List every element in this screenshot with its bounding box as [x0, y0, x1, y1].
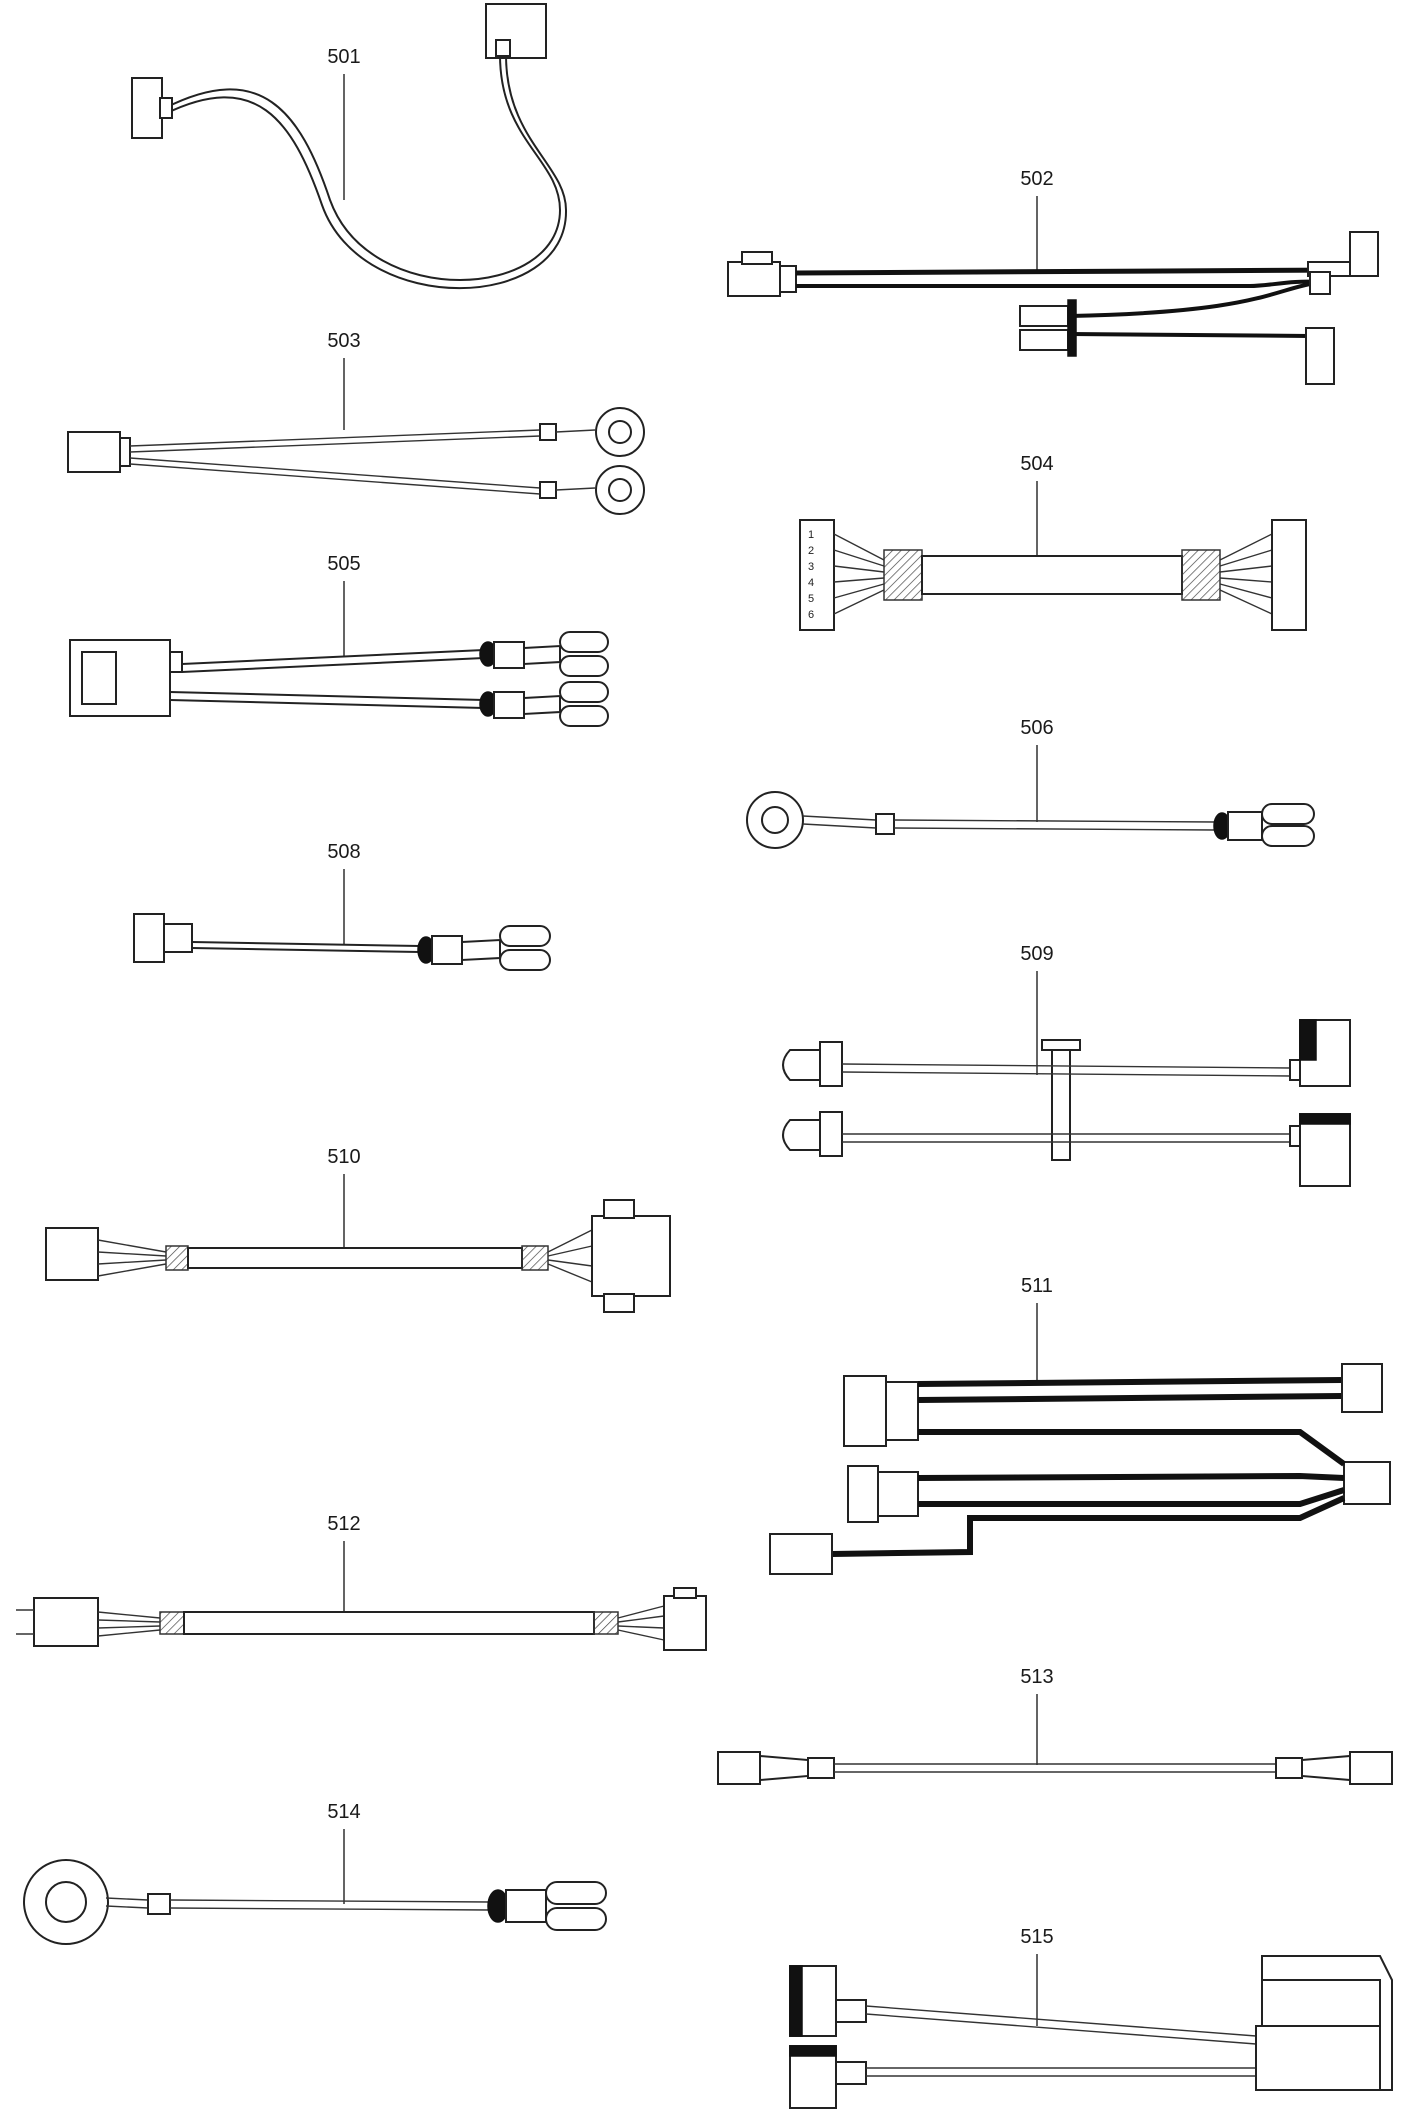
part-label-505: 505 [327, 553, 360, 575]
harness-515: 515 [789, 1926, 1393, 2109]
part-label-510: 510 [327, 1146, 360, 1168]
part-label-506: 506 [1020, 717, 1053, 739]
harness-512: 512 [16, 1513, 707, 1651]
part-label-515: 515 [1020, 1926, 1053, 1948]
harness-501: 501 [131, 3, 568, 289]
connector-502-top [1349, 231, 1379, 277]
pin-label: 3 [808, 561, 814, 573]
connector-502-mid [1309, 271, 1331, 295]
pin-labels-504: 1 2 3 4 5 6 [808, 529, 814, 621]
connector-503 [67, 431, 121, 473]
part-label-514: 514 [327, 1801, 360, 1823]
harness-509: 509 [782, 943, 1351, 1187]
sleeve-512-left [159, 1611, 185, 1635]
connector-502-main [727, 261, 781, 297]
connector-504-left [799, 519, 835, 631]
pin-label: 6 [808, 609, 814, 621]
connector-502-bottom [1305, 327, 1335, 385]
connector-510-left [45, 1227, 99, 1281]
part-label-508: 508 [327, 841, 360, 863]
terminal-513-right [1349, 1751, 1393, 1785]
pin-label: 4 [808, 577, 814, 589]
cable-504 [921, 555, 1183, 595]
connector-512-right [663, 1595, 707, 1651]
sleeve-504-right [1181, 549, 1221, 601]
terminal-513-left [717, 1751, 761, 1785]
harness-511: 511 [769, 1275, 1391, 1575]
connector-511-e [769, 1533, 833, 1575]
sleeve-504-left [883, 549, 923, 601]
connector-511-b [1341, 1363, 1383, 1413]
harness-513: 513 [717, 1666, 1393, 1785]
harness-514: 514 [23, 1801, 607, 1945]
harness-508: 508 [133, 841, 551, 971]
part-label-511: 511 [1021, 1275, 1053, 1297]
pin-label: 2 [808, 545, 814, 557]
terminal-502-b [1019, 329, 1069, 351]
pin-label: 1 [808, 529, 814, 541]
cable-510 [187, 1247, 523, 1269]
connector-504-right [1271, 519, 1307, 631]
connector-511-d [847, 1465, 879, 1523]
connector-501-left [131, 77, 163, 139]
grommet-509-a [819, 1041, 843, 1087]
part-label-509: 509 [1020, 943, 1053, 965]
harness-502: 502 [727, 168, 1379, 385]
harness-503: 503 [67, 330, 645, 515]
part-label-501: 501 [327, 46, 360, 68]
part-label-504: 504 [1020, 453, 1053, 475]
harness-506: 506 [746, 717, 1315, 849]
sleeve-510-right [521, 1245, 549, 1271]
terminal-502-a [1019, 305, 1069, 327]
pin-label: 5 [808, 593, 814, 605]
cable-512 [183, 1611, 595, 1635]
connector-511-c [1343, 1461, 1391, 1505]
connector-512-left [33, 1597, 99, 1647]
part-label-512: 512 [327, 1513, 360, 1535]
sleeve-512-right [593, 1611, 619, 1635]
connector-508 [133, 913, 165, 963]
connector-510-right [591, 1215, 671, 1297]
part-label-513: 513 [1020, 1666, 1053, 1688]
connector-515-c [1255, 2025, 1387, 2091]
part-label-502: 502 [1020, 168, 1053, 190]
grommet-509-b [819, 1111, 843, 1157]
harness-510: 510 [45, 1146, 671, 1313]
part-label-503: 503 [327, 330, 360, 352]
harness-504: 504 1 2 3 4 5 6 [799, 453, 1307, 631]
sleeve-510-left [165, 1245, 189, 1271]
harness-505: 505 [69, 553, 609, 727]
connector-511-a [843, 1375, 887, 1447]
connector-509-b [1299, 1113, 1351, 1187]
